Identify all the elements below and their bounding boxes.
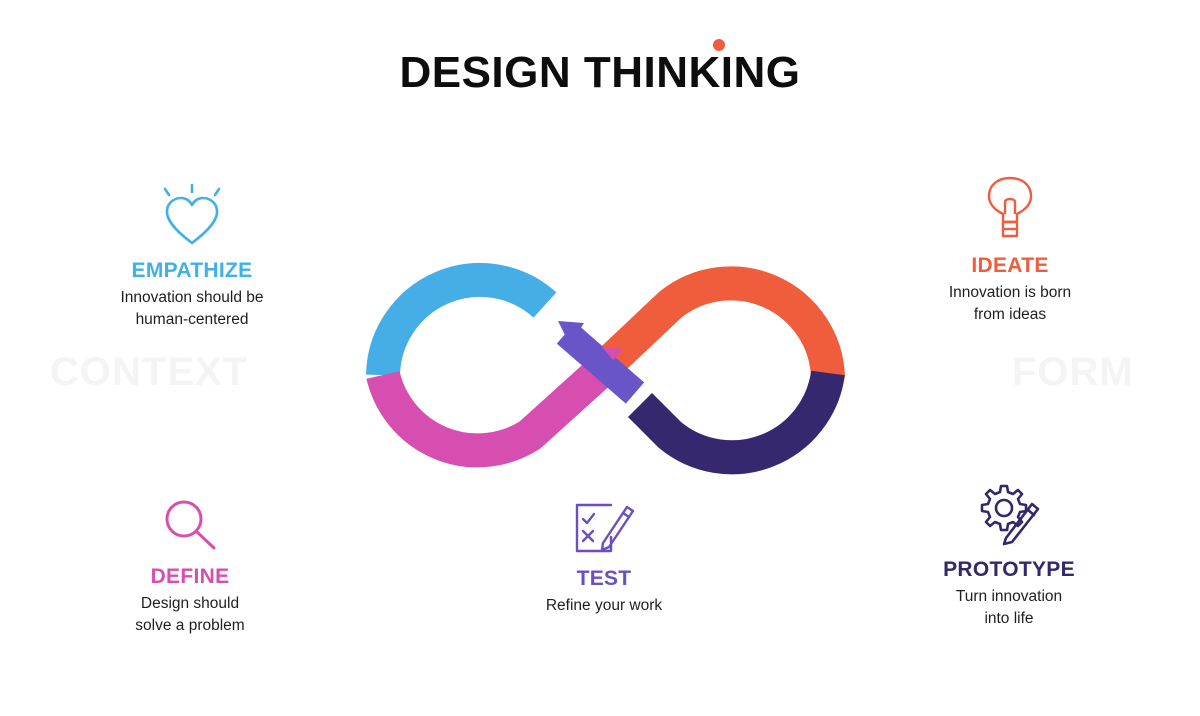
gear-pencil-icon xyxy=(980,484,1040,546)
infinity-segment-prototype xyxy=(627,370,845,475)
stage-define-desc-2: solve a problem xyxy=(135,617,245,634)
watermark-form: FORM xyxy=(1012,350,1134,394)
heart-icon xyxy=(163,183,221,245)
stage-empathize-desc-1: Innovation should be xyxy=(120,289,264,306)
stage-empathize-desc-2: human-centered xyxy=(135,311,249,328)
stage-ideate: IDEATE Innovation is born from ideas xyxy=(890,176,1130,326)
infinity-segment-test xyxy=(556,322,645,404)
lightbulb-icon xyxy=(987,176,1033,238)
infinity-segment-empathize xyxy=(366,262,557,376)
stage-prototype: PROTOTYPE Turn innovation into life xyxy=(889,482,1129,630)
checklist-pencil-icon xyxy=(575,503,635,553)
stage-prototype-desc-2: into life xyxy=(984,610,1034,627)
arrow-notch-icon xyxy=(602,347,624,360)
infinity-segment-define xyxy=(366,347,625,468)
stage-define: DEFINE Design should solve a problem xyxy=(70,497,310,637)
stage-empathize: EMPATHIZE Innovation should be human-cen… xyxy=(72,183,312,331)
stage-ideate-desc-2: from ideas xyxy=(973,306,1047,323)
stage-define-desc-1: Design should xyxy=(140,595,240,612)
stage-test-name: TEST xyxy=(576,567,632,590)
infinity-segment-ideate xyxy=(586,266,845,386)
stage-empathize-name: EMPATHIZE xyxy=(131,259,253,282)
watermark-context: CONTEXT xyxy=(50,350,249,394)
magnifier-icon xyxy=(165,500,216,550)
stage-test-desc-1: Refine your work xyxy=(545,597,663,614)
stage-prototype-desc-1: Turn innovation xyxy=(955,588,1063,605)
title-accent-dot xyxy=(713,39,725,51)
infinity-loop xyxy=(366,262,845,475)
stage-prototype-name: PROTOTYPE xyxy=(943,558,1075,581)
page-title: DESIGN THINKING xyxy=(399,48,801,97)
test-arrow-head-icon xyxy=(558,321,584,345)
stage-ideate-desc-1: Innovation is born xyxy=(948,284,1072,301)
stage-test: TEST Refine your work xyxy=(484,497,724,617)
stage-define-name: DEFINE xyxy=(150,565,230,588)
stage-ideate-name: IDEATE xyxy=(971,254,1049,277)
